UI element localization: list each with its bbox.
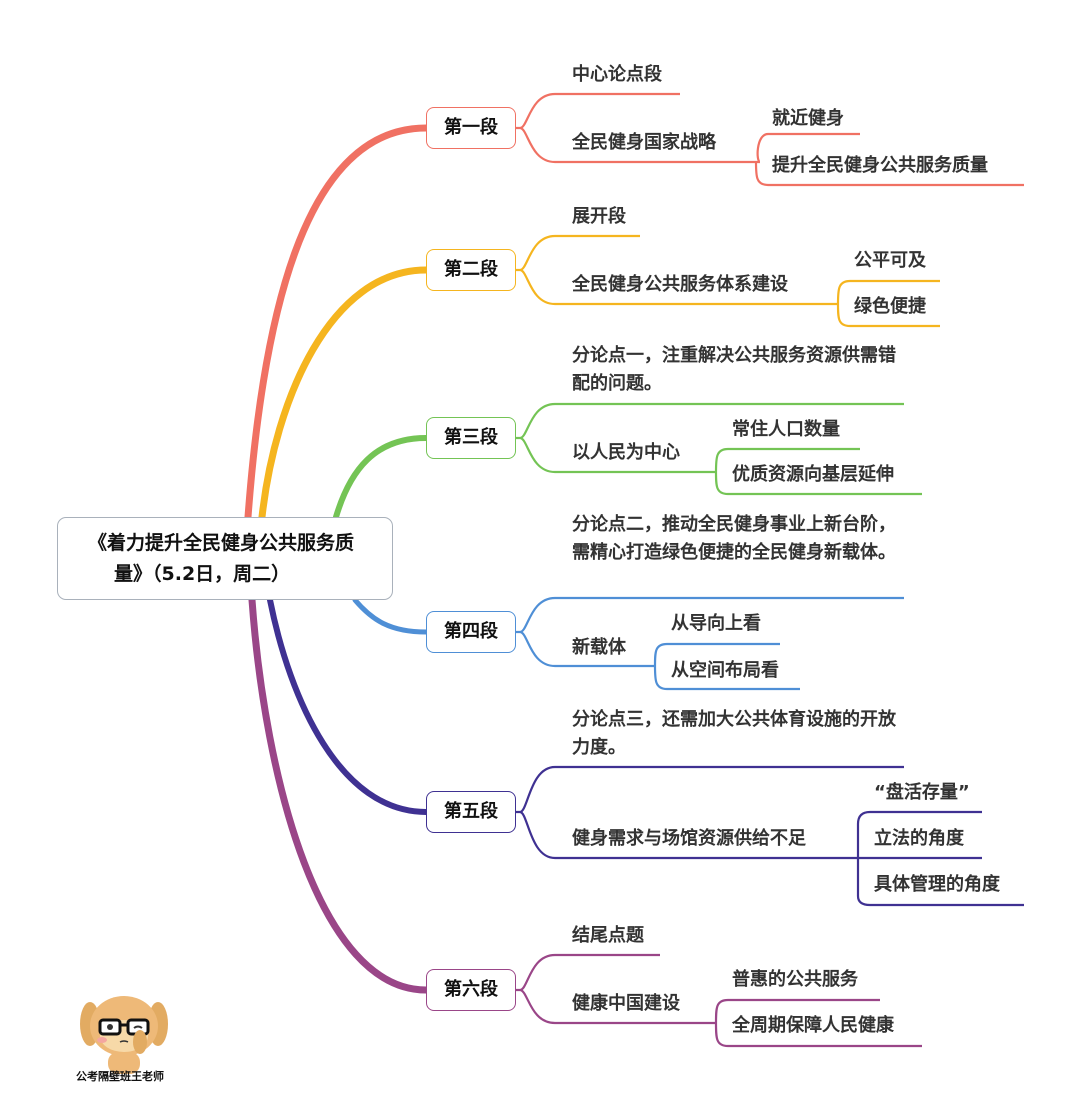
section-node-4[interactable]: 第四段 bbox=[426, 611, 516, 653]
sub-2-1[interactable]: 公平可及 bbox=[854, 250, 926, 271]
section-node-3[interactable]: 第三段 bbox=[426, 417, 516, 459]
branch-line-2 bbox=[258, 266, 430, 521]
sub-6-2[interactable]: 全周期保障人民健康 bbox=[732, 1015, 894, 1036]
sub-3-2[interactable]: 优质资源向基层延伸 bbox=[732, 464, 894, 485]
branch-4[interactable]: 新载体 bbox=[572, 637, 626, 658]
sub-6-1[interactable]: 普惠的公共服务 bbox=[732, 969, 858, 990]
branch-line-4 bbox=[352, 597, 429, 635]
dog-mascot-icon bbox=[80, 996, 168, 1074]
topic-6[interactable]: 结尾点题 bbox=[572, 925, 644, 946]
topic-5[interactable]: 分论点三，还需加大公共体育设施的开放力度。 bbox=[572, 709, 896, 758]
section-node-6[interactable]: 第六段 bbox=[426, 969, 516, 1011]
sub-5-1[interactable]: “盘活存量” bbox=[874, 782, 970, 803]
sub-4-1[interactable]: 从导向上看 bbox=[671, 613, 761, 634]
sub-5-3[interactable]: 具体管理的角度 bbox=[874, 874, 1000, 895]
watermark-text: 公考隔壁班王老师 bbox=[76, 1070, 164, 1083]
branch-line-3 bbox=[333, 435, 429, 520]
section-node-5[interactable]: 第五段 bbox=[426, 791, 516, 833]
topic-1[interactable]: 中心论点段 bbox=[572, 64, 662, 85]
topic-2[interactable]: 展开段 bbox=[572, 206, 626, 227]
root-title-line2: 量》（5.2日，周二） bbox=[114, 563, 291, 585]
branch-2[interactable]: 全民健身公共服务体系建设 bbox=[572, 274, 788, 295]
sub-1-1[interactable]: 就近健身 bbox=[772, 108, 844, 129]
branch-line-5 bbox=[267, 597, 429, 815]
root-title-line1: 《着力提升全民健身公共服务质 bbox=[88, 532, 355, 554]
section-node-2[interactable]: 第二段 bbox=[426, 249, 516, 291]
sub-5-2[interactable]: 立法的角度 bbox=[874, 828, 964, 849]
topic-3[interactable]: 分论点一，注重解决公共服务资源供需错配的问题。 bbox=[572, 345, 896, 394]
topic-4[interactable]: 分论点二，推动全民健身事业上新台阶，需精心打造绿色便捷的全民健身新载体。 bbox=[572, 514, 896, 563]
sub-3-1[interactable]: 常住人口数量 bbox=[732, 419, 840, 440]
sub-4-2[interactable]: 从空间布局看 bbox=[671, 660, 779, 681]
root-topic[interactable]: 《着力提升全民健身公共服务质 量》（5.2日，周二） bbox=[57, 517, 393, 600]
branch-6[interactable]: 健康中国建设 bbox=[572, 993, 680, 1014]
branch-line-1 bbox=[244, 124, 430, 521]
branch-5[interactable]: 健身需求与场馆资源供给不足 bbox=[572, 828, 806, 849]
sub-1-2[interactable]: 提升全民健身公共服务质量 bbox=[772, 155, 988, 176]
branch-1[interactable]: 全民健身国家战略 bbox=[572, 132, 716, 153]
branch-3[interactable]: 以人民为中心 bbox=[572, 442, 680, 463]
section-node-1[interactable]: 第一段 bbox=[426, 107, 516, 149]
sub-2-2[interactable]: 绿色便捷 bbox=[854, 296, 926, 317]
branch-line-6 bbox=[248, 596, 430, 994]
